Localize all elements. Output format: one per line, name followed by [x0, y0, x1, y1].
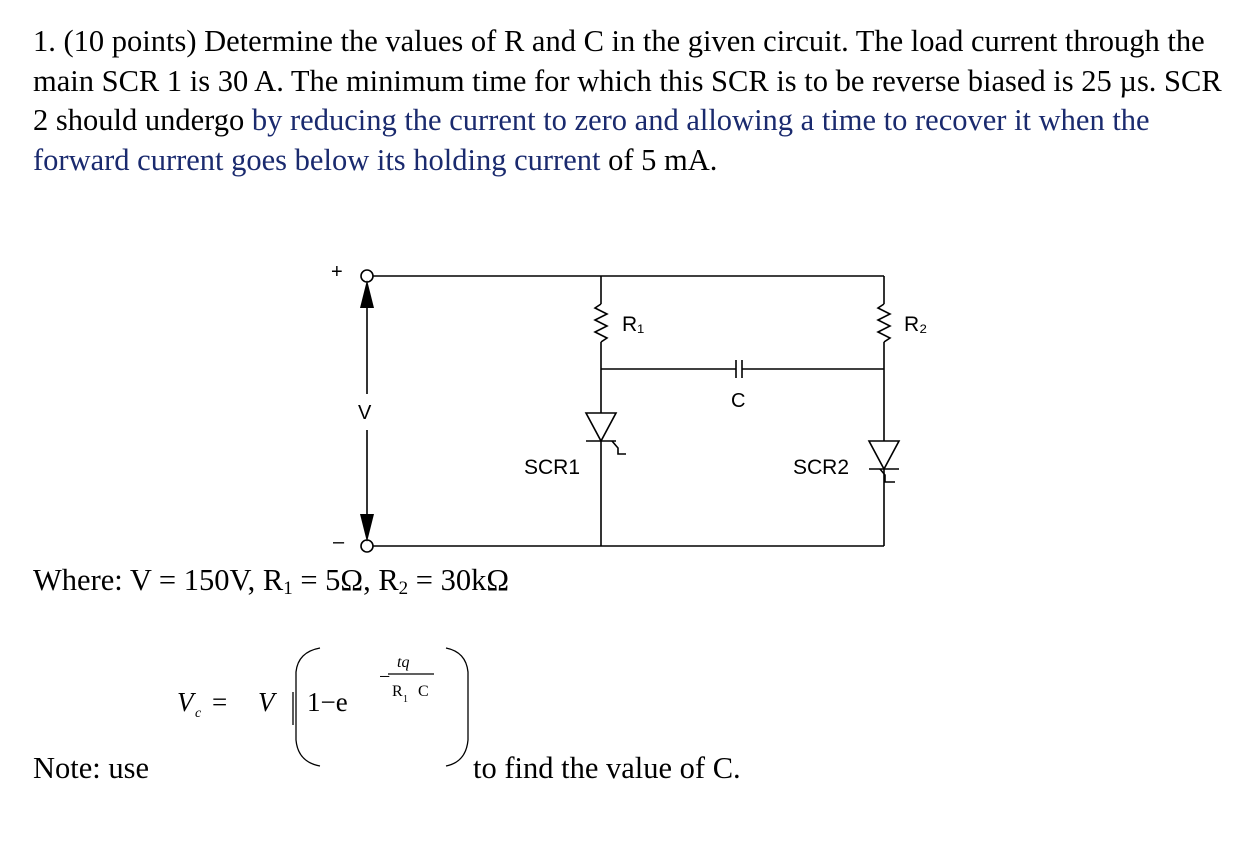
r1-resistor	[593, 303, 609, 343]
scr2-label: SCR2	[793, 456, 849, 479]
where-label: Where:	[33, 563, 123, 597]
formula-vc-subscript: c	[195, 706, 202, 721]
problem-number: 1.	[33, 24, 56, 58]
problem-text-part-1: Determine the values of R and C in the g…	[33, 24, 1222, 137]
scr1-gate	[611, 440, 626, 455]
r1-value: = 5Ω,	[300, 563, 371, 597]
formula-equals: =	[212, 687, 227, 717]
formula-exponent-c: C	[418, 683, 429, 700]
formula-exponent-numerator: tq	[397, 654, 409, 671]
problem-text-part-blue: by reducing the current to zero and allo…	[33, 103, 1150, 177]
scr2-gate	[879, 468, 895, 483]
r1-label: R₁	[622, 313, 644, 336]
v-arrowhead-up	[360, 280, 374, 308]
given-values: Where: V = 150V, R1 = 5Ω, R2 = 30kΩ	[33, 560, 509, 609]
plus-label: +	[331, 261, 343, 283]
v-arrowhead-down	[360, 514, 374, 542]
formula-exponent-r-subscript: 1	[403, 694, 408, 705]
problem-statement: 1. (10 points) Determine the values of R…	[33, 22, 1228, 180]
formula-exponent-r: R	[392, 683, 403, 700]
r1-subscript: 1	[283, 578, 293, 599]
r2-value: = 30kΩ	[415, 563, 510, 597]
note-prefix: Note: use	[33, 751, 150, 785]
scr2-diode-triangle	[867, 440, 901, 471]
formula-v: V	[258, 687, 278, 717]
v-label: V	[358, 402, 372, 424]
problem-text-part-2: of 5 mA.	[600, 142, 718, 177]
v-value: V = 150V,	[129, 563, 256, 597]
c-label: C	[731, 390, 745, 412]
scr1-label: SCR1	[524, 456, 580, 479]
problem-points: (10 points)	[63, 24, 197, 58]
r2-name: R	[378, 563, 399, 597]
r2-label: R₂	[904, 313, 927, 336]
note-suffix: to find the value of C.	[473, 751, 741, 785]
formula-left-paren	[295, 647, 321, 767]
r1-name: R	[262, 563, 284, 597]
formula-vc: V	[177, 687, 197, 717]
minus-label: –	[333, 531, 345, 553]
formula-exponent-minus: −	[379, 666, 390, 688]
scr1-diode-triangle	[584, 412, 618, 443]
r2-subscript: 2	[398, 578, 409, 599]
r2-resistor	[876, 303, 892, 343]
formula-right-paren	[445, 647, 469, 767]
formula-one-minus-e: 1−e	[307, 687, 348, 717]
